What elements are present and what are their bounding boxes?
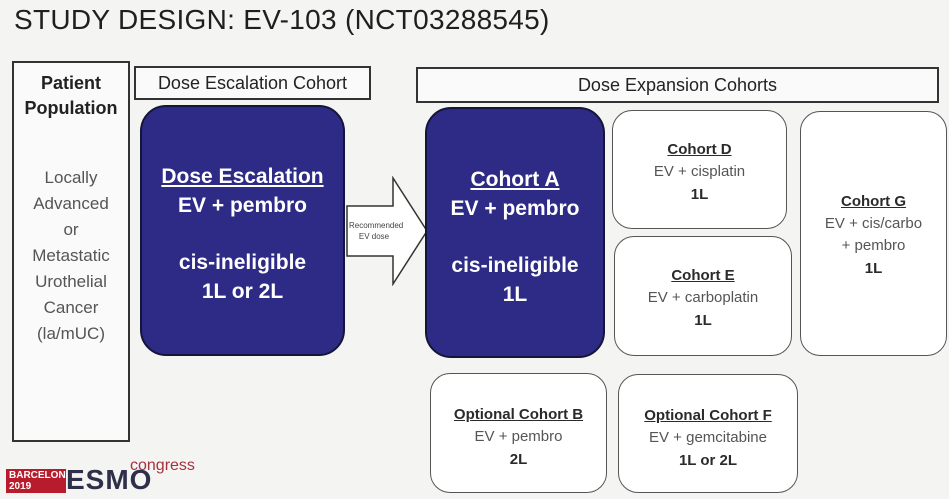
esmo-logo-congress: congress	[130, 457, 195, 474]
cohort-d-regimen: EV + cisplatin	[653, 163, 746, 180]
esmo-logo-badge: BARCELONA 2019	[6, 469, 73, 493]
cohort-g-card: Cohort G EV + cis/carbo + pembro 1L	[800, 111, 947, 356]
cohort-d-heading: Cohort D	[667, 141, 732, 158]
patient-line: Locally	[44, 168, 98, 187]
cohort-a-card: Cohort A EV + pembro cis-ineligible 1L	[425, 107, 605, 358]
dose-expansion-label: Dose Expansion Cohorts	[416, 67, 939, 103]
cohort-f-card: Optional Cohort F EV + gemcitabine 1L or…	[618, 374, 798, 493]
cohort-d-line-of-therapy: 1L	[690, 186, 709, 203]
dose-escalation-card: Dose Escalation EV + pembro cis-ineligib…	[140, 105, 345, 356]
cohort-b-heading: Optional Cohort B	[453, 406, 584, 423]
cohort-a-heading: Cohort A	[470, 168, 560, 191]
dose-escalation-label: Dose Escalation Cohort	[134, 66, 371, 100]
cohort-b-line-of-therapy: 2L	[509, 451, 528, 468]
patient-population-description: Locally Advanced or Metastatic Urothelia…	[14, 165, 128, 347]
patient-line: Cancer	[43, 298, 99, 317]
cohort-e-heading: Cohort E	[671, 267, 735, 284]
recommended-dose-arrow-icon	[346, 176, 428, 286]
patient-heading-line-1: Patient	[40, 73, 101, 93]
logo-year: 2019	[9, 481, 32, 492]
page-title: STUDY DESIGN: EV-103 (NCT03288545)	[14, 4, 550, 35]
patient-line: (la/mUC)	[37, 324, 105, 343]
patient-line: Urothelial	[35, 272, 107, 291]
cohort-e-card: Cohort E EV + carboplatin 1L	[614, 236, 792, 356]
escalation-heading: Dose Escalation	[161, 165, 324, 188]
logo-city: BARCELONA	[9, 470, 73, 481]
cohort-g-heading: Cohort G	[841, 193, 906, 210]
patient-line: Advanced	[33, 194, 109, 213]
escalation-eligibility: cis-ineligible	[178, 251, 307, 274]
escalation-line-of-therapy: 1L or 2L	[201, 280, 284, 303]
patient-population-box: Patient Population Locally Advanced or M…	[12, 61, 130, 442]
cohort-g-regimen-line-1: EV + cis/carbo	[824, 215, 923, 232]
cohort-b-regimen: EV + pembro	[474, 428, 563, 445]
cohort-e-regimen: EV + carboplatin	[647, 289, 759, 306]
patient-heading-line-2: Population	[24, 98, 118, 118]
cohort-a-eligibility: cis-ineligible	[451, 254, 579, 277]
cohort-f-heading: Optional Cohort F	[644, 407, 772, 424]
esmo-logo-wordmark: ESMO	[66, 464, 153, 495]
arrow-label: Recommended EV dose	[349, 220, 404, 242]
cohort-g-regimen-line-2: + pembro	[841, 237, 906, 254]
cohort-d-card: Cohort D EV + cisplatin 1L	[612, 110, 787, 229]
cohort-f-regimen: EV + gemcitabine	[649, 429, 767, 446]
cohort-a-line-of-therapy: 1L	[502, 283, 528, 306]
cohort-e-line-of-therapy: 1L	[694, 312, 712, 329]
patient-population-heading: Patient Population	[14, 71, 128, 121]
cohort-b-card: Optional Cohort B EV + pembro 2L	[430, 373, 607, 493]
cohort-f-line-of-therapy: 1L or 2L	[678, 452, 738, 469]
escalation-regimen: EV + pembro	[178, 194, 307, 217]
arrow-label-line-1: Recommended	[349, 221, 404, 230]
cohort-g-line-of-therapy: 1L	[864, 260, 883, 277]
arrow-label-line-2: EV dose	[358, 232, 390, 241]
cohort-a-regimen: EV + pembro	[450, 197, 580, 220]
patient-line: or	[63, 220, 79, 239]
patient-line: Metastatic	[32, 246, 110, 265]
